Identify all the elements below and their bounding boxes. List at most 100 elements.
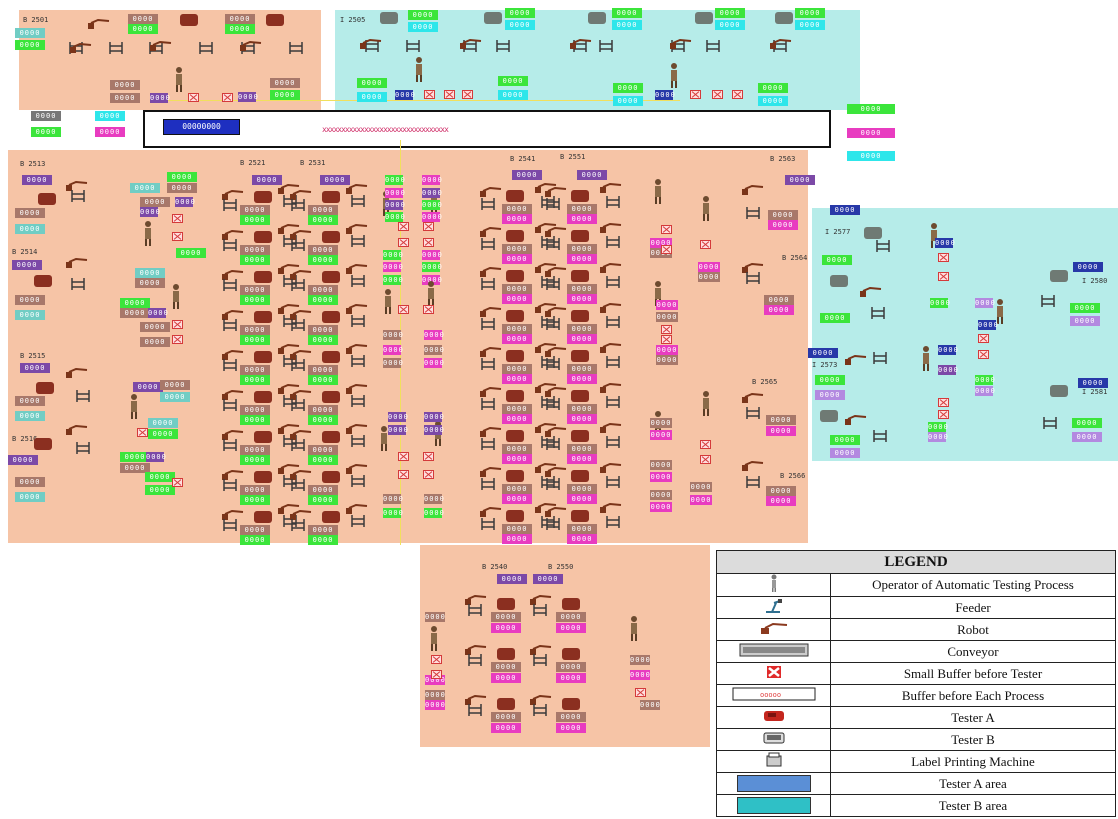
feeder-icon xyxy=(605,434,621,448)
counter-box: 0000 xyxy=(556,673,586,683)
counter-box: 0000 xyxy=(491,723,521,733)
counter-box: 0000 xyxy=(145,472,175,482)
small-buffer-icon xyxy=(700,455,711,464)
counter-box: 0000 xyxy=(650,502,672,512)
counter-box: 0000 xyxy=(308,495,338,505)
counter-box: 0000 xyxy=(1070,303,1100,313)
feeder-icon xyxy=(222,397,238,411)
operator-icon xyxy=(413,56,425,82)
counter-box: 0000 xyxy=(690,495,712,505)
robot-icon xyxy=(570,34,592,49)
counter-box: 0000 xyxy=(758,83,788,93)
counter-box: 0000 xyxy=(567,454,597,464)
small-buffer-icon xyxy=(978,350,989,359)
robot-icon xyxy=(535,218,557,233)
counter-box: 0000 xyxy=(975,386,996,396)
counter-box: 0000 xyxy=(567,524,597,534)
counter-box: 0000 xyxy=(650,490,672,500)
counter-box: 0000 xyxy=(815,375,845,385)
counter-box: 0000 xyxy=(567,534,597,544)
legend-label: Conveyor xyxy=(830,640,1116,663)
robot-icon xyxy=(346,499,368,514)
robot-icon xyxy=(66,363,88,378)
counter-box: 0000 xyxy=(577,170,607,180)
counter-box: 0000 xyxy=(408,10,438,20)
conveyor-icon xyxy=(716,640,831,663)
tester-a-icon xyxy=(571,230,589,242)
tester-a-icon xyxy=(506,190,524,202)
counter-box: 0000 xyxy=(567,364,597,374)
counter-box: 0000 xyxy=(785,175,815,185)
counter-box: 0000 xyxy=(491,623,521,633)
feeder-icon xyxy=(282,233,298,247)
counter-box: 0000 xyxy=(830,435,860,445)
counter-box: 0000 xyxy=(135,278,165,288)
robot-icon xyxy=(480,462,502,477)
counter-box: 0000 xyxy=(698,272,720,282)
counter-box: 0000 xyxy=(567,214,597,224)
feeder-icon xyxy=(745,270,761,284)
counter-box: 0000 xyxy=(130,183,160,193)
svg-text:ooooo: ooooo xyxy=(760,691,781,699)
counter-box: 0000 xyxy=(140,322,170,332)
feeder-icon xyxy=(532,702,548,716)
counter-box: 0000 xyxy=(146,452,167,462)
legend-label: Tester B area xyxy=(830,794,1116,817)
tester-a-icon xyxy=(571,390,589,402)
station-label: B 2551 xyxy=(560,153,586,161)
counter-box: 0000 xyxy=(240,365,270,375)
robot-icon xyxy=(535,498,557,513)
counter-box: 0000 xyxy=(820,313,850,323)
counter-box: 0000 xyxy=(556,612,586,622)
counter-box: 0000 xyxy=(128,24,158,34)
feeder-icon xyxy=(288,40,304,54)
operator-icon xyxy=(652,178,664,204)
operator-icon xyxy=(128,393,140,419)
small-buffer-icon xyxy=(938,253,949,262)
station-label: B 2514 xyxy=(12,248,38,256)
counter-box: 0000 xyxy=(567,404,597,414)
feeder-icon xyxy=(108,40,124,54)
counter-box: 0000 xyxy=(383,345,404,355)
counter-box: 0000 xyxy=(15,477,45,487)
feeder-icon xyxy=(222,517,238,531)
small-buffer-icon xyxy=(462,90,473,99)
feeder-icon xyxy=(745,474,761,488)
counter-box: 0000 xyxy=(930,298,951,308)
counter-box: 0000 xyxy=(698,262,720,272)
tester-a-icon xyxy=(497,648,515,660)
counter-box: 0000 xyxy=(15,40,45,50)
feeder-icon xyxy=(545,236,561,250)
feeder-icon xyxy=(290,397,306,411)
counter-box: 0000 xyxy=(140,207,161,217)
small-buffer-icon xyxy=(635,688,646,697)
counter-box: 0000 xyxy=(424,494,445,504)
operator-icon xyxy=(628,615,640,641)
legend-label: Small Buffer before Tester xyxy=(830,662,1116,685)
counter-box: 0000 xyxy=(160,380,190,390)
robot-icon xyxy=(278,179,300,194)
robot-icon xyxy=(480,222,502,237)
station-label: B 2513 xyxy=(20,160,46,168)
counter-box: 0000 xyxy=(308,375,338,385)
counter-box: 0000 xyxy=(567,494,597,504)
label-printer-icon xyxy=(716,750,831,773)
counter-box: 0000 xyxy=(308,215,338,225)
counter-box: 0000 xyxy=(938,365,959,375)
operator-icon xyxy=(668,62,680,88)
robot-icon xyxy=(346,459,368,474)
counter-box: 0000 xyxy=(808,348,838,358)
counter-box: 0000 xyxy=(308,365,338,375)
feeder-icon xyxy=(545,516,561,530)
counter-box: 0000 xyxy=(383,330,404,340)
counter-box: 0000 xyxy=(140,337,170,347)
tester-a-icon xyxy=(322,271,340,283)
tester-a-icon xyxy=(506,230,524,242)
feeder-icon xyxy=(282,513,298,527)
counter-box: 0000 xyxy=(383,508,404,518)
robot-icon xyxy=(346,299,368,314)
counter-box: 0000 xyxy=(766,486,796,496)
tester-a-icon xyxy=(716,706,831,729)
robot-icon xyxy=(222,225,244,240)
counter-box: 0000 xyxy=(502,404,532,414)
